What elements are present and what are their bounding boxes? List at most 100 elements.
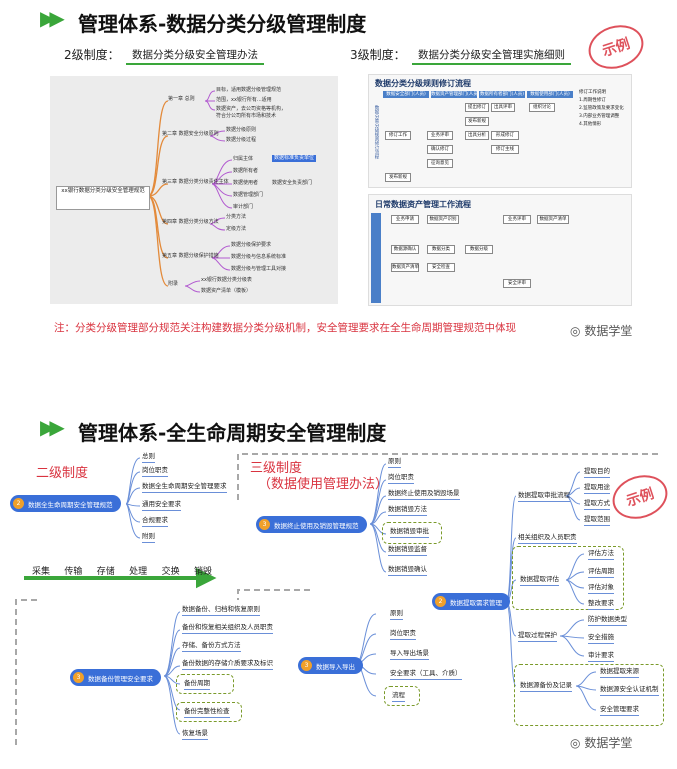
import-item: 岗位职责 — [390, 630, 416, 640]
green-arrows-icon: ▶▶ — [40, 415, 65, 439]
watermark: ◎ 数据学堂 — [570, 736, 633, 750]
leaf: 分类方法 — [226, 214, 247, 220]
destroy-item: 数据销毁方法 — [388, 506, 427, 516]
flow-box: 组织讨论 — [529, 103, 555, 112]
chapter: 第三章 数据分类分级责任主体 — [162, 179, 229, 185]
flow-box: 数据分类 — [427, 245, 455, 254]
leaf: 数据分级原则 — [226, 127, 257, 133]
leaf: 数据标准负责单位 — [272, 155, 317, 162]
extract-item: 提取用途 — [584, 484, 610, 494]
flow-box: 出具评审 — [491, 103, 515, 112]
number-badge: 2 — [435, 596, 446, 607]
flow-box: 安全检查 — [427, 263, 455, 272]
flow-note: 3.内部业务管理调整 — [579, 114, 620, 119]
number-badge: 3 — [259, 519, 270, 530]
leaf: 定级方法 — [226, 226, 247, 232]
extract-item: 整改要求 — [588, 600, 614, 610]
stage: 传输 — [64, 567, 83, 577]
backup-item: 备份和恢复相关组织及人员职责 — [182, 624, 273, 634]
leaf: 范围，xx银行所有...适用 — [216, 97, 272, 103]
flow-box: 发布新规 — [465, 117, 489, 126]
level3-doc: 数据分类分级安全管理实施细则 — [412, 46, 571, 65]
extract-item: 评估对象 — [588, 584, 614, 594]
flow-box: 数据源确认 — [391, 245, 419, 254]
level2-doc: 数据分类分级安全管理办法 — [126, 46, 264, 65]
leaf: 审计部门 — [233, 204, 254, 210]
flow-box: 业务申请 — [391, 215, 419, 224]
flow-box: 业务评审 — [503, 215, 531, 224]
flow-box: 修订工作 — [385, 131, 411, 140]
section1-note: 注：分类分级管理部分规范关注构建数据分类分级机制，安全管理要求在全生命周期管理规… — [54, 322, 516, 334]
flow-box: 提出修订 — [465, 103, 489, 112]
level2-heading: 二级制度 — [36, 466, 89, 481]
watermark: ◎ 数据学堂 — [570, 324, 633, 338]
flow-box: 数据资产清单 — [391, 263, 419, 272]
extract-group: 数据源备份及记录 — [520, 682, 572, 692]
leaf: 数据使用者 — [233, 180, 259, 186]
level2-item: 通用安全要求 — [142, 501, 181, 511]
chapter: 附录 — [168, 281, 179, 287]
flow-box: 数据资产清单 — [537, 215, 569, 224]
leaf: 符合分公司所有市场和技术 — [216, 113, 277, 119]
stage: 处理 — [129, 567, 148, 577]
leaf: 数据所有者 — [233, 168, 259, 174]
level2-label: 2级制度： — [64, 48, 120, 62]
extract-item: 评估方法 — [588, 550, 614, 560]
flow1-side-label: 数据分类分级规则修订流程 — [374, 105, 379, 159]
leaf: 数据资产清单（模板） — [201, 288, 252, 294]
flow-box: 出具分析 — [465, 131, 489, 140]
flow-box: 发布新规 — [385, 173, 411, 182]
mindmap-lines — [147, 90, 233, 293]
green-arrows-icon: ▶▶ — [40, 6, 65, 30]
mindmap-panel: xx银行数据分类分级安全管理规范 第一章 总则 第二章 数据安全分级原则 第三章… — [50, 76, 338, 304]
extract-item: 提取目的 — [584, 468, 610, 478]
wechat-icon: ◎ — [570, 736, 581, 750]
number-badge: 3 — [73, 672, 84, 683]
stage: 交换 — [161, 567, 180, 577]
flow-box: 形成修订 — [491, 131, 519, 140]
flow-note: 修订工作说明 — [579, 90, 606, 95]
destroy-item: 数据销毁确认 — [388, 566, 427, 576]
level2-item: 岗位职责 — [142, 467, 168, 477]
level3-heading: 三级制度 — [250, 461, 303, 476]
level3-subheading: （数据使用管理办法） — [258, 477, 389, 492]
backup-item: 恢复场景 — [182, 730, 208, 740]
import-item: 流程 — [392, 692, 405, 702]
highlight-box — [382, 522, 442, 544]
flow-note: 2.监管政策及要求变化 — [579, 106, 624, 111]
extract-item: 防护数据类型 — [588, 616, 627, 626]
stage: 采集 — [32, 567, 51, 577]
leaf: 目标，适用数据分级管理规范 — [216, 87, 282, 93]
destroy-item: 岗位职责 — [388, 474, 414, 484]
example-stamp: 示例 — [582, 18, 650, 76]
section2-lines — [15, 453, 660, 745]
backup-item: 备份周期 — [184, 680, 210, 690]
destroy-item: 数据销毁监督 — [388, 546, 427, 556]
leaf: 数据安全负责部门 — [272, 180, 313, 186]
extract-item: 审计要求 — [588, 652, 614, 662]
flow-note: 1.周期性修订 — [579, 98, 606, 103]
mindmap-root: xx银行数据分类分级安全管理规范 — [56, 186, 150, 210]
chapter: 第四章 数据分类分级方法 — [162, 219, 219, 225]
import-item: 安全要求（工具、介质） — [390, 670, 462, 680]
flow1-head: 数据使用部门(人员) — [527, 91, 573, 98]
flow-box: 征询意见 — [427, 159, 453, 168]
flow2-title: 日常数据资产管理工作流程 — [375, 200, 471, 209]
flow-box: 业务评审 — [427, 131, 453, 140]
flow1-title: 数据分类分级规则修订流程 — [375, 79, 471, 88]
section1-title: 管理体系-数据分类分级管理制度 — [78, 12, 367, 36]
extract-item: 安全措施 — [588, 634, 614, 644]
wechat-icon: ◎ — [570, 324, 581, 338]
chapter: 第二章 数据安全分级原则 — [162, 131, 219, 137]
leaf: 数据管理部门 — [233, 192, 264, 198]
flow-box: 确认修订 — [427, 145, 453, 154]
flow1-head: 数据所有者部门(人员) — [479, 91, 525, 98]
extract-group: 相关组织及人员职责 — [518, 534, 577, 544]
leaf: 数据分级保护要求 — [231, 242, 272, 248]
backup-item: 存储、备份方式方法 — [182, 642, 241, 652]
highlight-box — [176, 702, 242, 722]
